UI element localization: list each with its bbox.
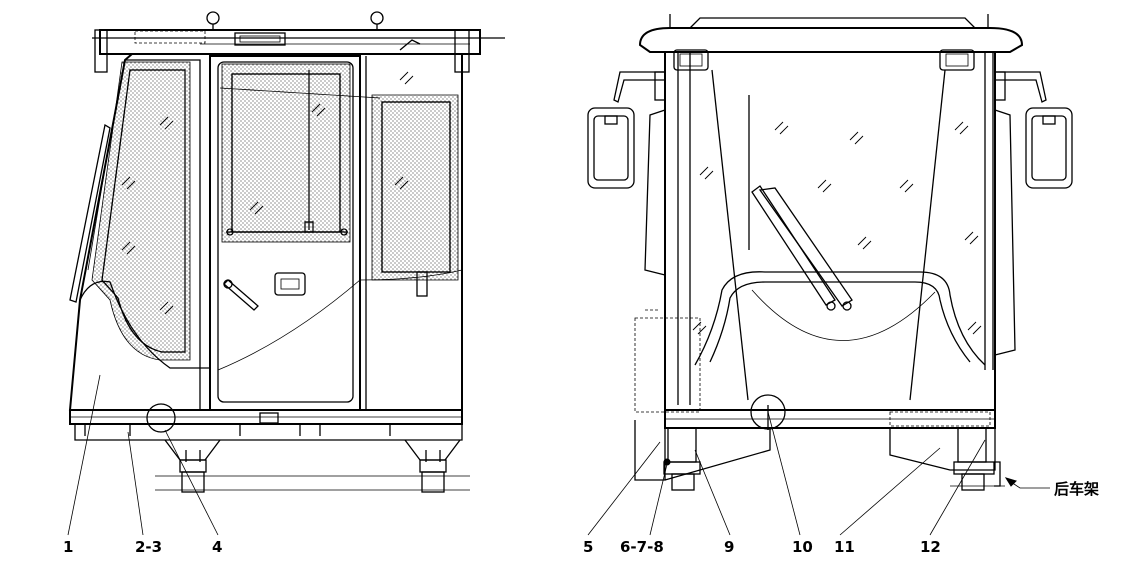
front-view [587,14,1073,536]
rear-window-glass [381,101,451,273]
label-rear-frame: 后车架 [1054,480,1099,498]
label-1: 1 [63,538,73,556]
lifting-eye-left [206,11,220,30]
part-labels: 1 2-3 4 5 6-7-8 9 10 11 12 后车架 [63,480,1099,556]
front-mount-right [953,427,1001,491]
lifting-eye-right [370,11,384,30]
front-mirror-bracket [94,29,108,73]
door-lever [223,279,259,311]
rear-window-seal [371,94,459,281]
door-window-seal [221,63,351,243]
label-5: 5 [583,538,593,556]
label-2-3: 2-3 [135,538,162,556]
handrail-left [644,109,666,276]
side-view [67,11,505,536]
label-4: 4 [212,538,222,556]
label-10: 10 [792,538,813,556]
glass-hatch-marks [121,71,414,315]
front-wiper [69,123,111,303]
front-wiper-arm [751,185,836,306]
label-9: 9 [724,538,734,556]
roof-frame [99,29,481,55]
isolation-mount-rear [404,439,461,493]
label-6-7-8: 6-7-8 [620,538,664,556]
front-mount-left [663,427,701,491]
work-lamp-right [939,49,975,71]
front-glass-hatch-marks [692,121,982,335]
handrail-right [994,109,1016,356]
detail-circle-4 [146,403,176,433]
base-bolts [84,424,391,436]
label-11: 11 [834,538,855,556]
front-window-seal [91,61,191,361]
front-roof [638,27,1024,53]
work-lamp-left [673,49,709,71]
roof-lamp [234,32,286,46]
label-12: 12 [920,538,941,556]
front-cab-outline [664,52,996,411]
isolation-mount-front [164,439,221,493]
mirror-right [994,71,1073,189]
door-handle-box [274,272,306,296]
front-lower-left-bracket [634,420,771,481]
mirror-left [587,71,666,189]
front-window-glass [101,69,186,353]
